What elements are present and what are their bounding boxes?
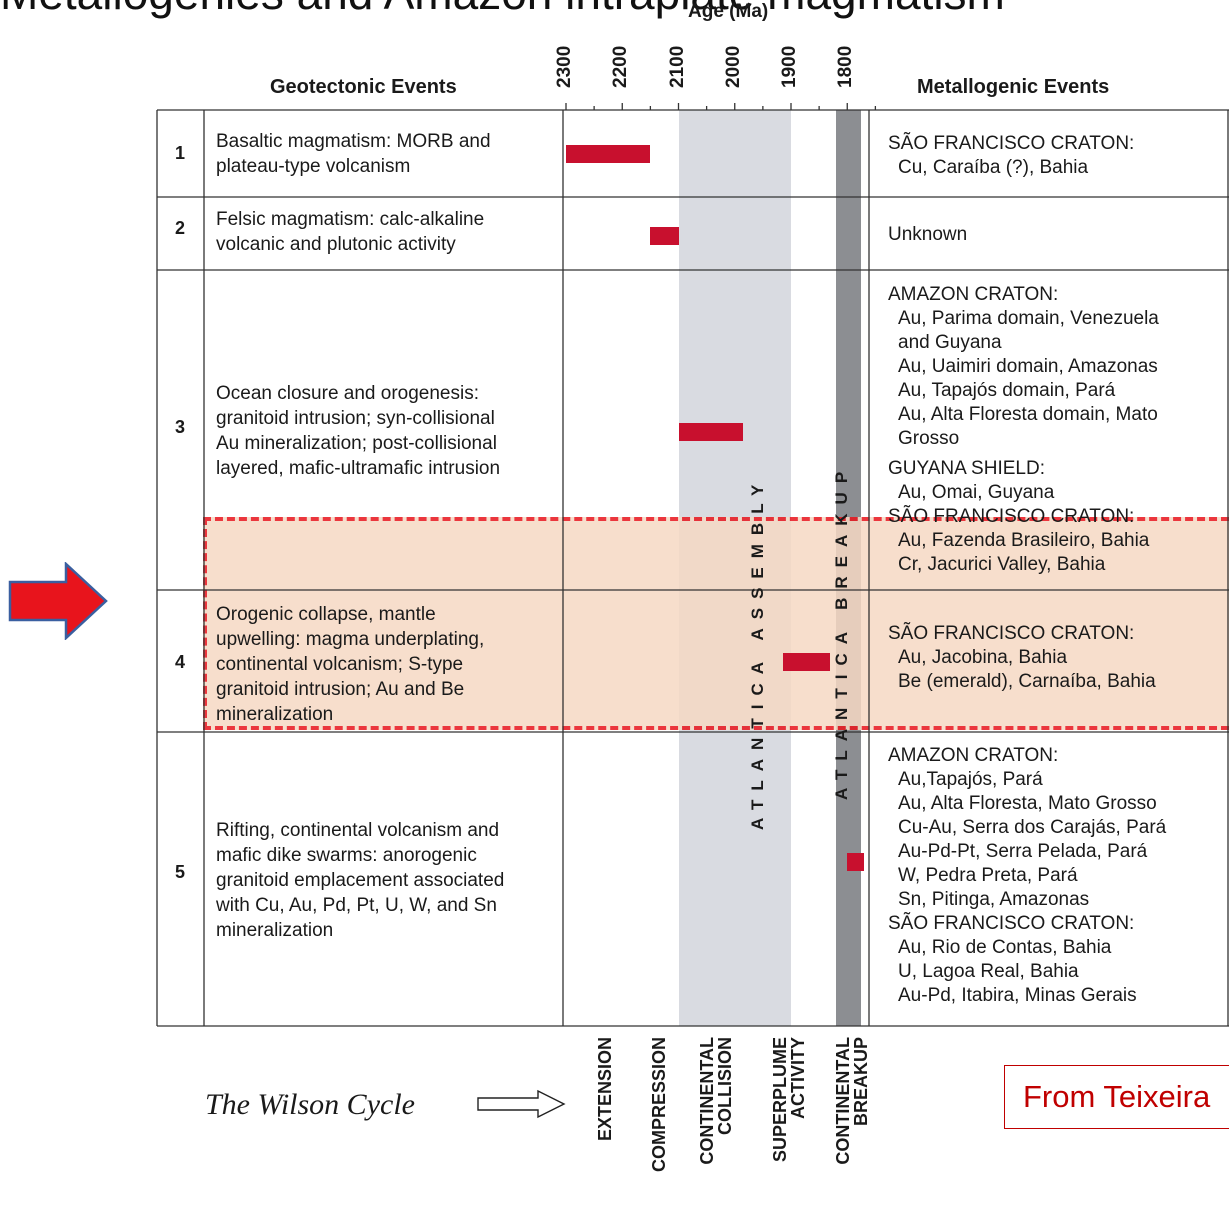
deposit-line: Grosso (898, 428, 960, 449)
craton-heading: SÃO FRANCISCO CRATON: (888, 623, 1135, 644)
deposit-line: Sn, Pitinga, Amazonas (898, 889, 1090, 910)
row-number: 4 (175, 652, 186, 672)
metallogenic-header: Metallogenic Events (917, 76, 1110, 98)
wilson-stage-compression: COMPRESSION (649, 1037, 669, 1173)
wilson-stage-collision: CONTINENTAL COLLISION (697, 1037, 735, 1165)
geotectonic-event-text: Felsic magmatism: calc-alkaline volcanic… (216, 209, 485, 255)
geotectonic-event-text: Ocean closure and orogenesis: granitoid … (216, 383, 501, 479)
row-number: 3 (175, 417, 186, 437)
slide-title: Metallogenies and Amazon intraplate magm… (0, 0, 1005, 20)
deposit-line: Cu-Au, Serra dos Carajás, Pará (898, 817, 1167, 838)
deposit-line: Au, Fazenda Brasileiro, Bahia (898, 530, 1150, 551)
event-bar (847, 853, 865, 871)
row-number: 5 (175, 862, 186, 882)
age-tick-label: 2000 (722, 45, 744, 88)
highlight-region (203, 517, 1229, 730)
age-tick-label: 2200 (610, 45, 632, 88)
wilson-stage-extension: EXTENSION (595, 1037, 615, 1142)
craton-heading: Unknown (888, 224, 968, 245)
deposit-line: Cr, Jacurici Valley, Bahia (898, 554, 1106, 575)
deposit-line: Au-Pd, Itabira, Minas Gerais (898, 985, 1137, 1006)
citation-box: From Teixeira (1004, 1065, 1229, 1129)
deposit-line: Au, Uaimiri domain, Amazonas (898, 356, 1158, 377)
event-bar (782, 653, 831, 671)
geotectonic-event-text: Rifting, continental volcanism and mafic… (216, 820, 505, 941)
craton-heading: SÃO FRANCISCO CRATON: (888, 913, 1135, 934)
deposit-line: Au-Pd-Pt, Serra Pelada, Pará (898, 841, 1148, 862)
deposit-line: W, Pedra Preta, Pará (898, 865, 1078, 886)
wilson-stage-breakup: CONTINENTAL BREAKUP (833, 1037, 871, 1165)
band-label-assembly: ATLANTICA ASSEMBLY (748, 475, 767, 830)
craton-heading: GUYANA SHIELD: (888, 458, 1045, 479)
craton-heading: SÃO FRANCISCO CRATON: (888, 133, 1135, 154)
deposit-line: and Guyana (898, 332, 1002, 353)
metallogenic-list: SÃO FRANCISCO CRATON: Cu, Caraíba (?), Ba… (888, 132, 1134, 180)
wilson-cycle-title: The Wilson Cycle (205, 1088, 415, 1121)
deposit-line: Au, Jacobina, Bahia (898, 647, 1068, 668)
deposit-line: Au, Omai, Guyana (898, 482, 1055, 503)
geotectonic-event-text: Orogenic collapse, mantle upwelling: mag… (216, 604, 485, 725)
pointer-arrow-icon (8, 562, 108, 640)
age-tick-label: 2300 (554, 45, 575, 88)
geotectonic-header: Geotectonic Events (270, 76, 457, 98)
row-number: 1 (175, 143, 186, 163)
band-label-breakup: ATLANTICA BREAKUP (832, 462, 851, 800)
craton-heading: SÃO FRANCISCO CRATON: (888, 506, 1135, 527)
deposit-line: Au, Parima domain, Venezuela (898, 308, 1159, 329)
age-axis-title: Age (Ma) (688, 1, 769, 22)
table-grid (156, 103, 1229, 1027)
deposit-line: Be (emerald), Carnaíba, Bahia (898, 671, 1156, 692)
event-bar (566, 145, 651, 163)
deposit-line: Au,Tapajós, Pará (898, 769, 1043, 790)
geotectonic-event-text: Basaltic magmatism: MORB and plateau-typ… (216, 131, 491, 177)
age-tick-label: 1900 (779, 45, 800, 88)
age-tick-label: 1800 (835, 45, 857, 88)
row-number: 2 (175, 218, 186, 238)
metallogenic-list: Unknown (888, 223, 967, 247)
event-bar (678, 423, 744, 441)
craton-heading: AMAZON CRATON: (888, 284, 1059, 305)
event-bar (650, 227, 679, 245)
wilson-stage-superplume: SUPERPLUME ACTIVITY (770, 1037, 808, 1163)
craton-heading: AMAZON CRATON: (888, 745, 1059, 766)
deposit-line: U, Lagoa Real, Bahia (898, 961, 1079, 982)
deposit-line: Au, Alta Floresta domain, Mato (898, 404, 1158, 425)
metallogenic-list: AMAZON CRATON: Au, Parima domain, Venezue… (888, 283, 1159, 577)
metallogenic-list: SÃO FRANCISCO CRATON: Au, Jacobina, Bahia… (888, 622, 1156, 694)
right-arrow-icon (477, 1089, 566, 1119)
age-tick-label: 2100 (666, 45, 688, 88)
deposit-line: Au, Tapajós domain, Pará (898, 380, 1116, 401)
deposit-line: Cu, Caraíba (?), Bahia (898, 157, 1089, 178)
deposit-line: Au, Rio de Contas, Bahia (898, 937, 1112, 958)
deposit-line: Au, Alta Floresta, Mato Grosso (898, 793, 1157, 814)
